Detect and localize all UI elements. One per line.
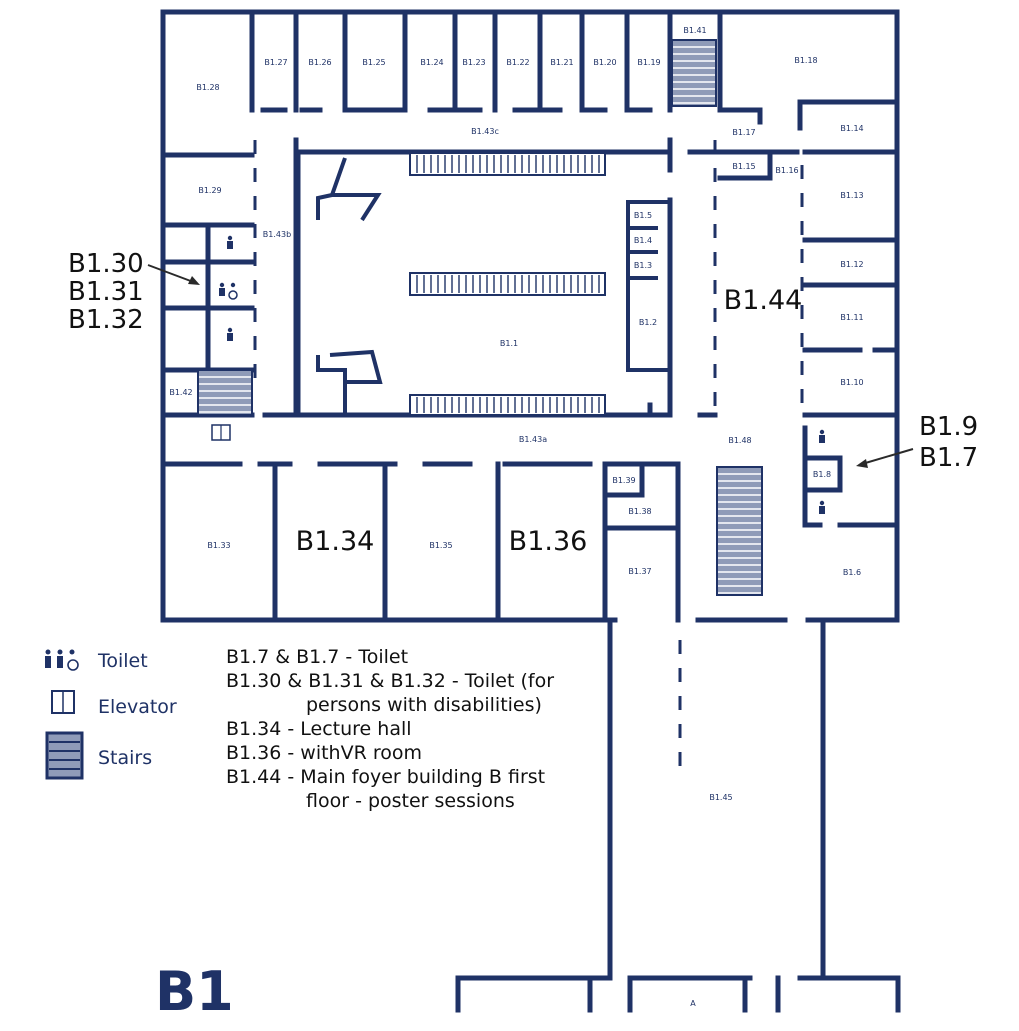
note-line: persons with disabilities) bbox=[306, 694, 542, 716]
room-b1-41: B1.41 bbox=[683, 26, 706, 35]
room-b1-23: B1.23 bbox=[462, 58, 485, 67]
room-b1-22: B1.22 bbox=[506, 58, 529, 67]
legend-toilet-label: Toilet bbox=[97, 650, 148, 672]
room-b1-15: B1.15 bbox=[732, 162, 755, 171]
legend-stairs-label: Stairs bbox=[98, 747, 152, 769]
floor-title: B1 bbox=[155, 960, 234, 1023]
elevator-icon bbox=[51, 690, 75, 714]
note-line: B1.36 - withVR room bbox=[226, 742, 422, 764]
stairs-b1-42 bbox=[197, 369, 253, 416]
legend: Toilet Elevator Stairs bbox=[45, 649, 177, 780]
room-b1-27: B1.27 bbox=[264, 58, 287, 67]
room-b1-2: B1.2 bbox=[639, 318, 657, 327]
room-b1-16: B1.16 bbox=[775, 166, 798, 175]
room-b1-25: B1.25 bbox=[362, 58, 385, 67]
toilet-icon bbox=[219, 282, 238, 300]
legend-elevator-label: Elevator bbox=[98, 696, 177, 718]
toilet-icon bbox=[819, 500, 825, 514]
room-b1-28: B1.28 bbox=[196, 83, 219, 92]
top-row-walls bbox=[160, 9, 900, 158]
note-line: floor - poster sessions bbox=[306, 790, 515, 812]
room-b1-34-label: B1.34 bbox=[296, 526, 375, 557]
room-b1-4: B1.4 bbox=[634, 236, 652, 245]
room-b1-26: B1.26 bbox=[308, 58, 331, 67]
note-line: B1.30 & B1.31 & B1.32 - Toilet (for bbox=[226, 670, 554, 692]
room-b1-29: B1.29 bbox=[198, 186, 221, 195]
room-b1-17: B1.17 bbox=[732, 128, 755, 137]
room-b1-43c: B1.43c bbox=[471, 127, 499, 136]
notes: B1.7 & B1.7 - Toilet B1.30 & B1.31 & B1.… bbox=[226, 646, 554, 812]
room-b1-21: B1.21 bbox=[550, 58, 573, 67]
room-b1-44-label: B1.44 bbox=[724, 285, 803, 316]
callout-b1-31: B1.31 bbox=[68, 277, 144, 307]
room-b1-20: B1.20 bbox=[593, 58, 616, 67]
callout-right: B1.9 B1.7 bbox=[856, 412, 978, 473]
note-line: B1.44 - Main foyer building B first bbox=[226, 766, 545, 788]
room-b1-45: B1.45 bbox=[709, 793, 732, 802]
room-b1-48: B1.48 bbox=[728, 436, 751, 445]
stairs-icon bbox=[45, 731, 84, 780]
arrow-icon bbox=[856, 459, 868, 468]
room-b1-37: B1.37 bbox=[628, 567, 651, 576]
room-b1-14: B1.14 bbox=[840, 124, 863, 133]
room-b1-35: B1.35 bbox=[429, 541, 452, 550]
room-b1-36-label: B1.36 bbox=[509, 526, 588, 557]
outer-walls bbox=[160, 9, 901, 1013]
room-b1-8: B1.8 bbox=[813, 470, 831, 479]
toilet-icon bbox=[45, 649, 79, 671]
callout-b1-32: B1.32 bbox=[68, 305, 144, 335]
stairs-b1-41 bbox=[671, 39, 717, 107]
room-b1-43a: B1.43a bbox=[519, 435, 547, 444]
toilet-icon bbox=[227, 235, 233, 249]
room-b1-43b: B1.43b bbox=[263, 230, 291, 239]
room-b1-39: B1.39 bbox=[612, 476, 635, 485]
stairs-b1-48 bbox=[716, 466, 763, 596]
callout-b1-7: B1.7 bbox=[919, 443, 978, 473]
note-line: B1.34 - Lecture hall bbox=[226, 718, 412, 740]
room-b1-24: B1.24 bbox=[420, 58, 443, 67]
elevator-icon bbox=[211, 424, 231, 441]
toilet-icon bbox=[819, 429, 825, 443]
lower-row-walls bbox=[160, 461, 681, 623]
callout-b1-30: B1.30 bbox=[68, 249, 144, 279]
room-b1-19: B1.19 bbox=[637, 58, 660, 67]
room-b1-6: B1.6 bbox=[843, 568, 861, 577]
benches bbox=[409, 152, 606, 416]
note-line: B1.7 & B1.7 - Toilet bbox=[226, 646, 408, 668]
room-b1-3: B1.3 bbox=[634, 261, 652, 270]
room-b1-12: B1.12 bbox=[840, 260, 863, 269]
right-rooms-walls bbox=[717, 149, 900, 528]
callout-b1-9: B1.9 bbox=[919, 412, 978, 442]
room-b1-38: B1.38 bbox=[628, 507, 651, 516]
arrow-icon bbox=[188, 276, 200, 285]
toilet-icon bbox=[227, 327, 233, 341]
room-b1-11: B1.11 bbox=[840, 313, 863, 322]
building-a-label: A bbox=[690, 999, 696, 1008]
room-b1-42: B1.42 bbox=[169, 388, 192, 397]
callout-left: B1.30 B1.31 B1.32 bbox=[68, 249, 200, 335]
room-b1-10: B1.10 bbox=[840, 378, 863, 387]
room-b1-5: B1.5 bbox=[634, 211, 652, 220]
room-b1-1: B1.1 bbox=[500, 339, 518, 348]
room-labels: B1.28 B1.27 B1.26 B1.25 B1.24 B1.23 B1.2… bbox=[169, 26, 863, 1008]
room-b1-13: B1.13 bbox=[840, 191, 863, 200]
room-b1-33: B1.33 bbox=[207, 541, 230, 550]
room-b1-18: B1.18 bbox=[794, 56, 817, 65]
